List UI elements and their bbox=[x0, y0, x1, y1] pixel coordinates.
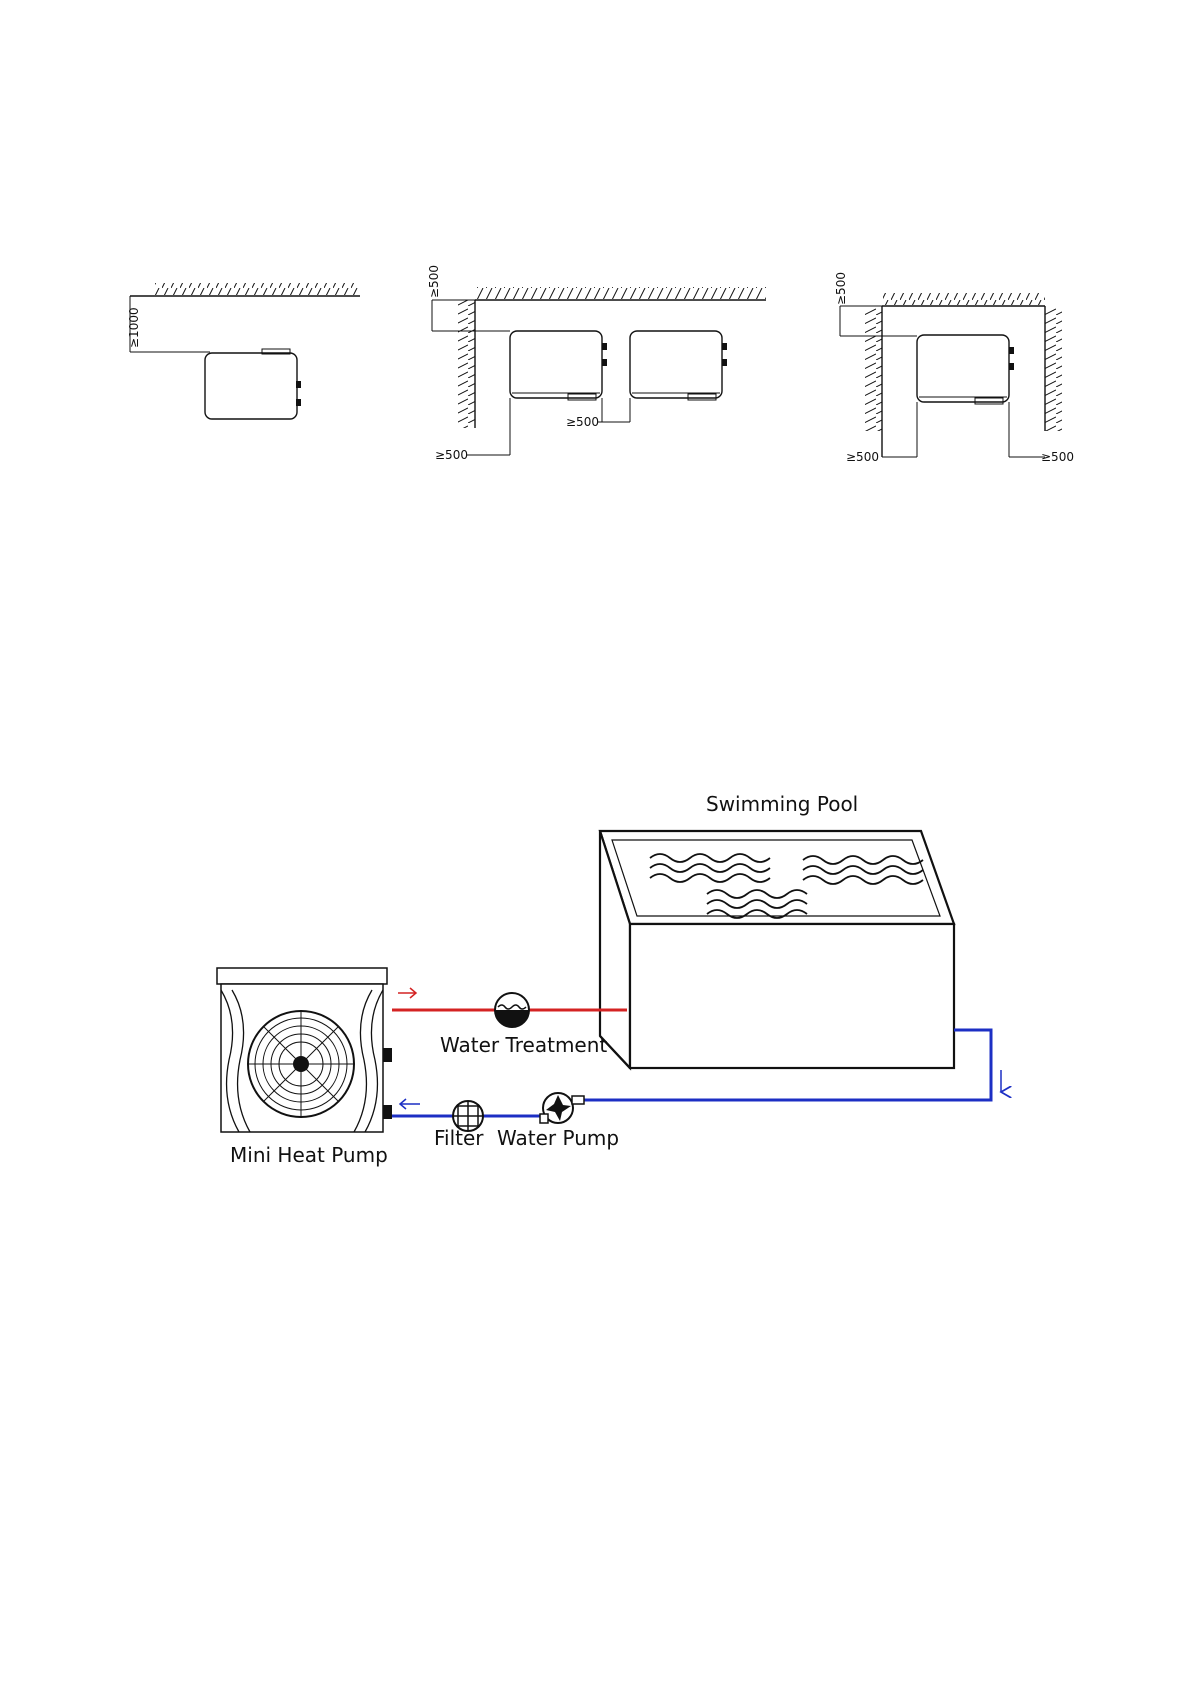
mini-heat-pump bbox=[217, 968, 392, 1132]
ceiling-hatch bbox=[155, 283, 360, 295]
water-pump-label: Water Pump bbox=[497, 1126, 619, 1150]
fan-icon bbox=[248, 1011, 354, 1117]
heat-pump-unit-c bbox=[917, 335, 1014, 404]
swimming-pool bbox=[600, 831, 954, 1068]
between-units-clearance-label: ≥500 bbox=[566, 415, 599, 429]
right-wall-hatch bbox=[1045, 306, 1062, 431]
water-pump-icon bbox=[540, 1093, 584, 1123]
heat-pump-unit-b bbox=[630, 331, 727, 400]
heat-pump-unit-a bbox=[510, 331, 607, 400]
flow-arrow-right-icon bbox=[398, 988, 416, 998]
ceiling-hatch bbox=[883, 293, 1045, 305]
mini-heat-pump-label: Mini Heat Pump bbox=[230, 1143, 388, 1167]
water-treatment-icon bbox=[495, 993, 529, 1027]
clearance-diagram-corner: ≥500 ≥500 ≥500 bbox=[834, 272, 1074, 464]
right-bottom-left-clearance-label: ≥500 bbox=[846, 450, 879, 464]
clearance-diagram-single: ≥1000 bbox=[127, 283, 360, 419]
ceiling-hatch bbox=[476, 287, 766, 299]
water-treatment-label: Water Treatment bbox=[440, 1033, 607, 1057]
left-top-clearance-label: ≥500 bbox=[427, 265, 441, 298]
heat-pump-unit-top-view bbox=[205, 349, 301, 419]
flow-arrow-left-icon bbox=[400, 1099, 420, 1109]
left-wall-hatch bbox=[865, 306, 882, 431]
right-top-clearance-label: ≥500 bbox=[834, 272, 848, 305]
swimming-pool-label: Swimming Pool bbox=[706, 792, 858, 816]
wall-hatch bbox=[458, 300, 475, 428]
right-bottom-right-clearance-label: ≥500 bbox=[1041, 450, 1074, 464]
clearance-diagram-double: ≥500 ≥500 ≥500 bbox=[427, 265, 766, 462]
top-clearance-label: ≥1000 bbox=[127, 307, 141, 348]
left-bottom-clearance-label: ≥500 bbox=[435, 448, 468, 462]
filter-label: Filter bbox=[434, 1126, 484, 1150]
pool-system-diagram: Swimming Pool bbox=[217, 792, 1001, 1167]
